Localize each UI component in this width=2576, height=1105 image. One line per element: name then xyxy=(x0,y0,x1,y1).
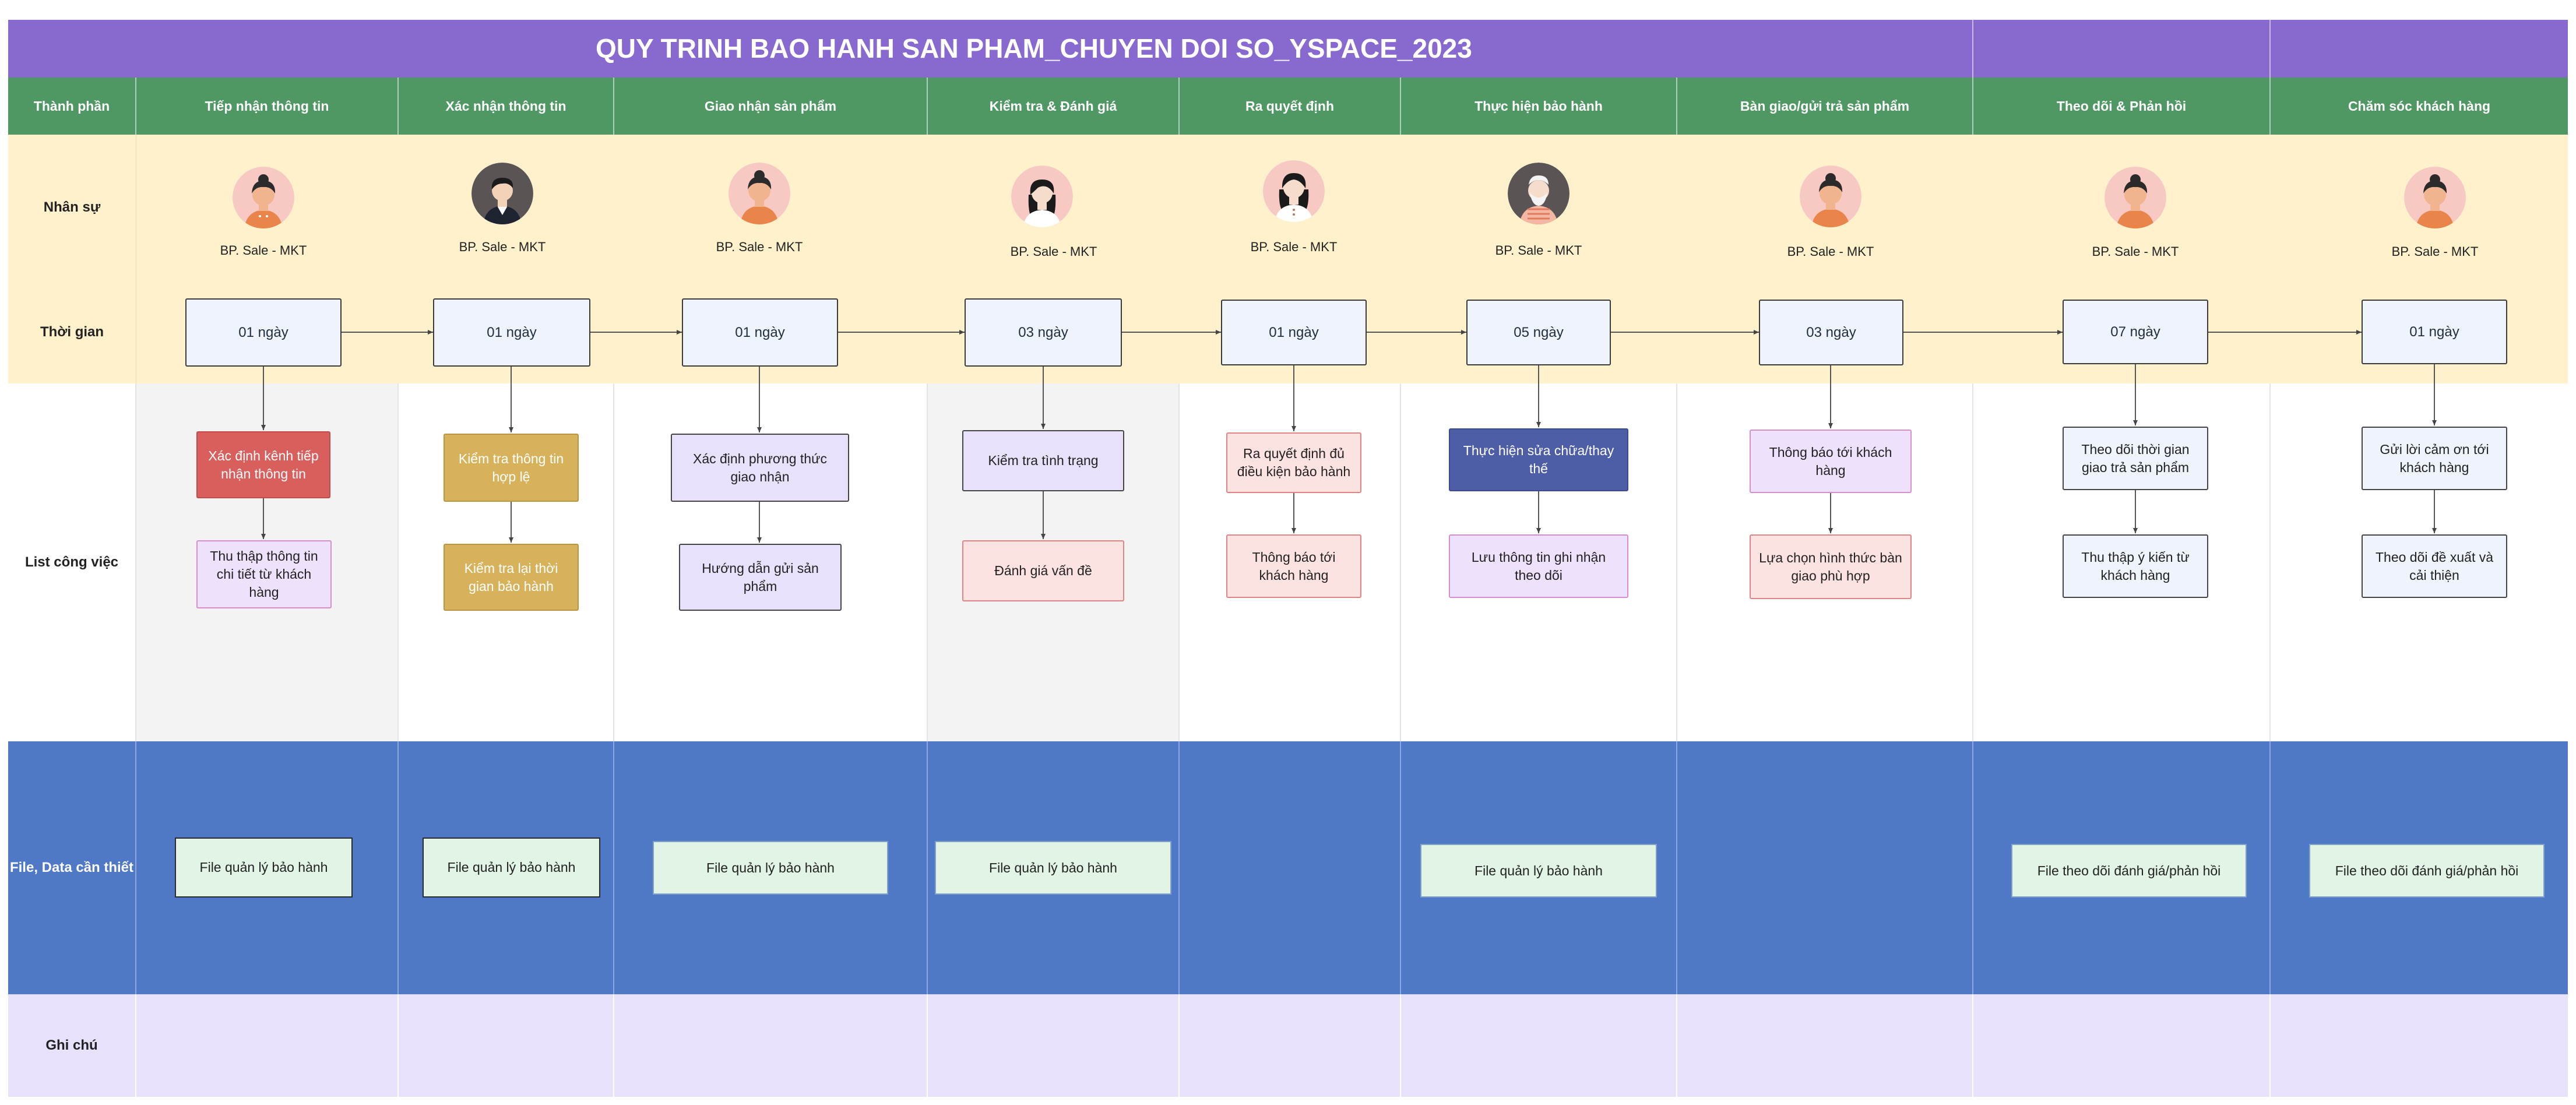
woman-avatar-icon xyxy=(2404,167,2466,228)
woman-longhair-avatar-icon xyxy=(1011,166,1073,227)
staff-label: BP. Sale - MKT xyxy=(2092,244,2179,259)
notes-cell xyxy=(1973,994,2271,1097)
woman-dark-avatar-icon xyxy=(1263,160,1325,222)
staff-label: BP. Sale - MKT xyxy=(220,243,307,258)
duration-box[interactable]: 01 ngày xyxy=(2362,300,2507,364)
task-box[interactable]: Thu thập thông tin chi tiết từ khách hàn… xyxy=(196,540,332,608)
files-column xyxy=(1180,741,1401,994)
stage-header: Theo dõi & Phản hồi xyxy=(1973,78,2271,135)
duration-box[interactable]: 01 ngày xyxy=(1221,300,1367,365)
duration-box[interactable]: 03 ngày xyxy=(1759,300,1903,365)
duration-box[interactable]: 01 ngày xyxy=(185,298,342,367)
task-box[interactable]: Theo dõi đề xuất và cải thiện xyxy=(2362,534,2507,598)
header-label: Thành phần xyxy=(8,78,136,135)
notes-cell xyxy=(1180,994,1401,1097)
notes-cell xyxy=(136,994,399,1097)
duration-box[interactable]: 05 ngày xyxy=(1466,300,1611,365)
staff-label: BP. Sale - MKT xyxy=(459,240,546,254)
staff-label: BP. Sale - MKT xyxy=(1787,244,1874,259)
row-label-staff: Nhân sự xyxy=(8,135,136,280)
file-box[interactable]: File quản lý bảo hành xyxy=(423,837,600,898)
man-avatar-icon xyxy=(471,163,533,224)
title-bar-extension xyxy=(1973,20,2271,78)
task-box[interactable]: Xác định phương thức giao nhận xyxy=(671,434,849,502)
task-box[interactable]: Kiểm tra thông tin hợp lệ xyxy=(444,434,579,502)
task-box[interactable]: Gửi lời cảm ơn tới khách hàng xyxy=(2362,427,2507,490)
stage-header: Xác nhận thông tin xyxy=(399,78,614,135)
notes-cell xyxy=(1677,994,1973,1097)
woman-avatar-icon xyxy=(1800,166,1861,227)
task-box[interactable]: Thu thập ý kiến từ khách hàng xyxy=(2063,534,2208,598)
stage-header: Chăm sóc khách hàng xyxy=(2271,78,2568,135)
stage-header: Kiểm tra & Đánh giá xyxy=(928,78,1180,135)
duration-box[interactable]: 01 ngày xyxy=(433,298,590,367)
notes-cell xyxy=(1401,994,1677,1097)
stage-header: Giao nhận sản phẩm xyxy=(614,78,928,135)
row-label-files: File, Data cần thiết xyxy=(8,741,136,994)
task-box[interactable]: Ra quyết định đủ điều kiện bảo hành xyxy=(1226,432,1361,493)
task-box[interactable]: Kiểm tra tình trạng xyxy=(962,430,1124,491)
task-box[interactable]: Đánh giá vấn đề xyxy=(962,540,1124,601)
task-box[interactable]: Theo dõi thời gian giao trả sản phẩm xyxy=(2063,427,2208,490)
stage-header: Ra quyết định xyxy=(1180,78,1401,135)
old-man-avatar-icon xyxy=(1508,163,1569,224)
notes-cell xyxy=(928,994,1180,1097)
duration-box[interactable]: 01 ngày xyxy=(682,298,838,367)
task-box[interactable]: Thông báo tới khách hàng xyxy=(1226,534,1361,598)
notes-cell xyxy=(2271,994,2568,1097)
file-box[interactable]: File theo dõi đánh giá/phản hồi xyxy=(2011,844,2247,898)
task-box[interactable]: Kiểm tra lại thời gian bảo hành xyxy=(444,544,579,611)
tasks-label-cell xyxy=(8,383,136,741)
task-box[interactable]: Lưu thông tin ghi nhận theo dõi xyxy=(1449,534,1628,598)
title-bar-extension xyxy=(2271,20,2568,78)
notes-cell xyxy=(399,994,614,1097)
files-column xyxy=(1677,741,1973,994)
title-bar xyxy=(8,20,1973,78)
woman-avatar-icon xyxy=(233,167,294,228)
duration-box[interactable]: 03 ngày xyxy=(965,298,1122,367)
row-label-notes: Ghi chú xyxy=(8,994,136,1097)
woman-avatar-icon xyxy=(2105,167,2166,228)
task-box[interactable]: Thông báo tới khách hàng xyxy=(1750,430,1912,493)
file-box[interactable]: File quản lý bảo hành xyxy=(175,837,353,898)
task-box[interactable]: Thực hiện sửa chữa/thay thế xyxy=(1449,428,1628,491)
staff-label: BP. Sale - MKT xyxy=(1250,240,1338,254)
row-label-time: Thời gian xyxy=(8,280,136,383)
task-box[interactable]: Xác định kênh tiếp nhận thông tin xyxy=(196,431,330,498)
task-box[interactable]: Hướng dẫn gửi sản phẩm xyxy=(679,544,842,611)
task-box[interactable]: Lựa chọn hình thức bàn giao phù hợp xyxy=(1750,534,1912,599)
file-box[interactable]: File theo dõi đánh giá/phản hồi xyxy=(2309,844,2545,898)
notes-cell xyxy=(614,994,928,1097)
staff-label: BP. Sale - MKT xyxy=(2391,244,2479,259)
row-label-tasks: List công việc xyxy=(8,383,136,741)
duration-box[interactable]: 07 ngày xyxy=(2063,300,2208,364)
stage-header: Thực hiện bảo hành xyxy=(1401,78,1677,135)
file-box[interactable]: File quản lý bảo hành xyxy=(1420,844,1657,898)
staff-label: BP. Sale - MKT xyxy=(1010,244,1097,259)
woman-avatar-icon xyxy=(729,163,790,224)
stage-header: Bàn giao/gửi trả sản phẩm xyxy=(1677,78,1973,135)
page-title: QUY TRINH BAO HANH SAN PHAM_CHUYEN DOI S… xyxy=(596,33,1472,64)
file-box[interactable]: File quản lý bảo hành xyxy=(653,841,888,895)
file-box[interactable]: File quản lý bảo hành xyxy=(935,841,1171,895)
staff-label: BP. Sale - MKT xyxy=(1495,243,1582,258)
stage-header: Tiếp nhận thông tin xyxy=(136,78,399,135)
staff-label: BP. Sale - MKT xyxy=(716,240,803,254)
